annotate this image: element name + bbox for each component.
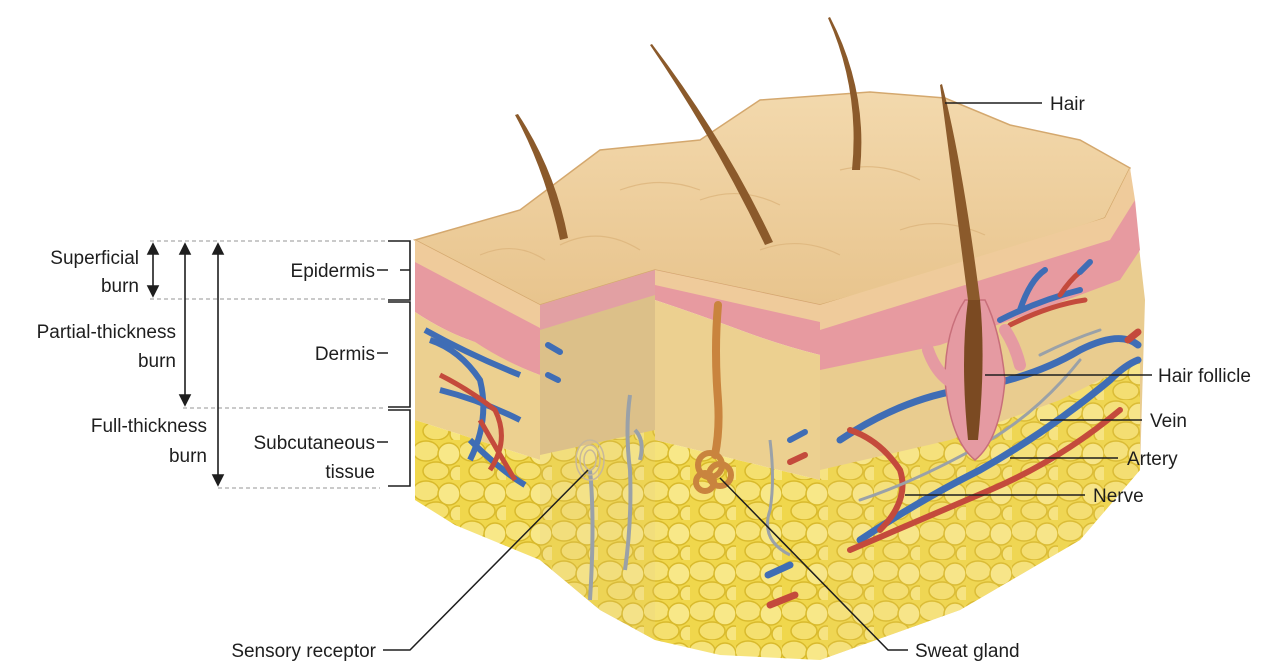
hair-follicle-label: Hair follicle [1158,366,1251,387]
superficial-burn-label-2: burn [101,276,139,297]
superficial-burn-label-1: Superficial [50,248,139,269]
burn-labels: Superficial burn Partial-thickness burn … [37,248,207,467]
artery-label: Artery [1127,449,1178,470]
dermis-bracket [388,302,410,407]
full-thickness-burn-label-2: burn [169,446,207,467]
nerve-label: Nerve [1093,486,1144,507]
full-thickness-burn-label-1: Full-thickness [91,416,207,437]
layer-brackets [388,241,410,486]
dermis-label: Dermis [315,344,375,365]
vein-label: Vein [1150,411,1187,432]
hair-label: Hair [1050,94,1086,115]
sweat-gland-label: Sweat gland [915,641,1020,662]
partial-thickness-burn-label-2: burn [138,351,176,372]
sensory-receptor-label: Sensory receptor [231,641,376,662]
skin-block [415,17,1145,660]
partial-thickness-burn-label-1: Partial-thickness [37,322,176,343]
layer-labels: Epidermis Dermis Subcutaneous tissue [254,261,376,483]
subcutaneous-label-1: Subcutaneous [254,433,376,454]
subcutaneous-bracket [388,410,410,486]
epidermis-label: Epidermis [291,261,375,282]
subcutaneous-label-2: tissue [325,462,375,483]
epidermis-bracket [388,241,410,300]
